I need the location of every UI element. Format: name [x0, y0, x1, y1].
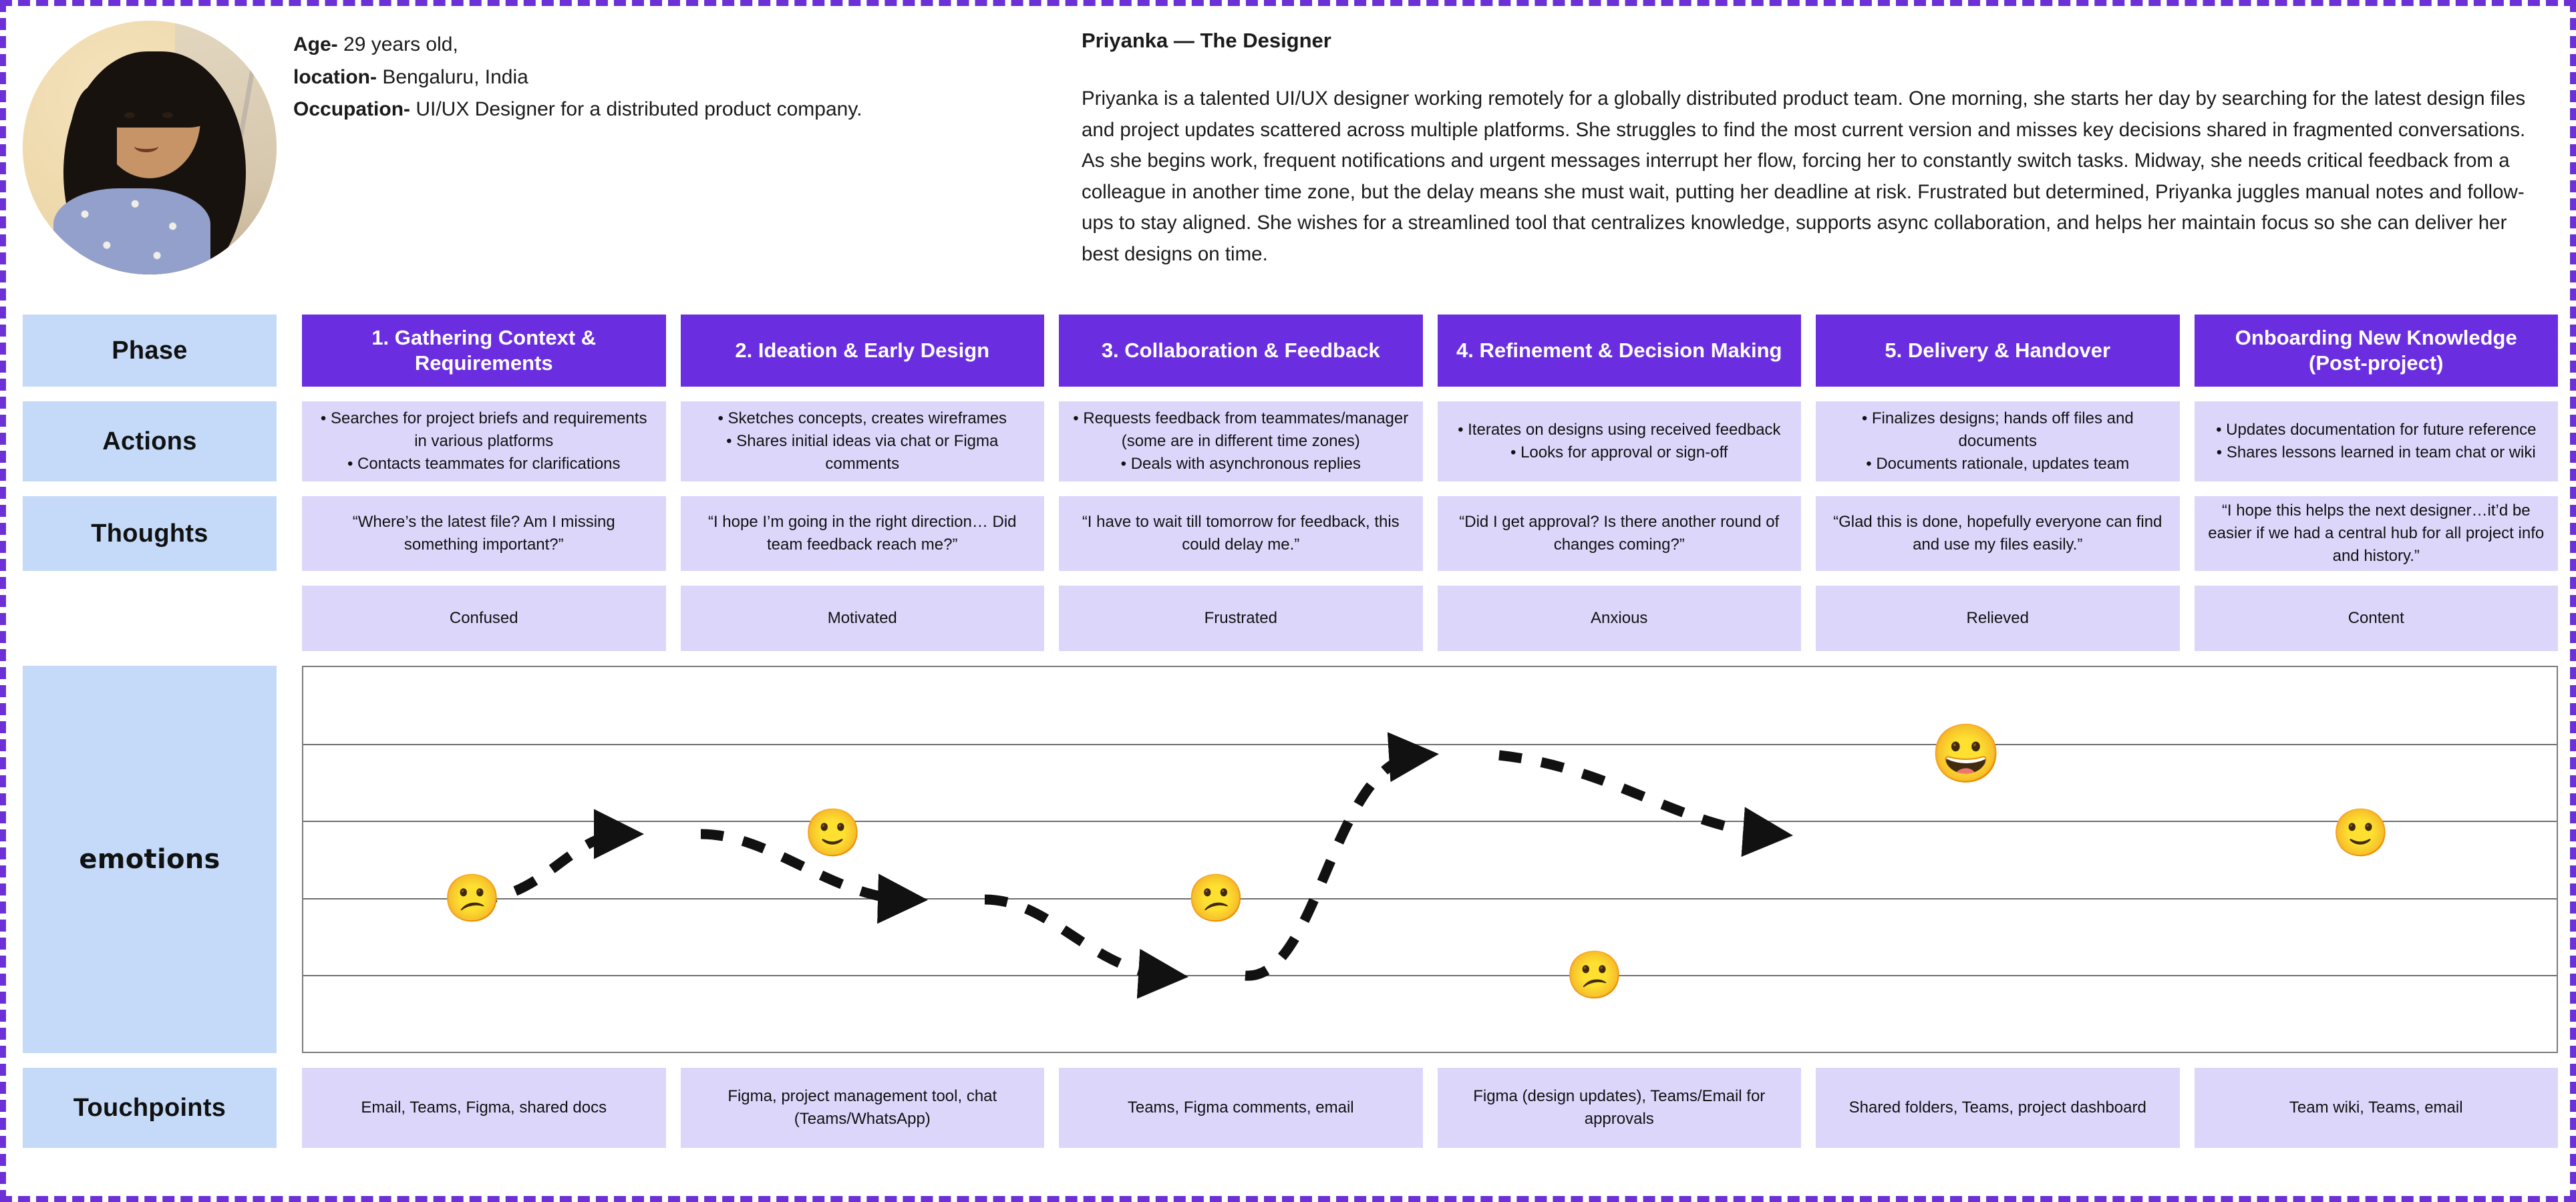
actions-cell-6: Updates documentation for future referen… — [2194, 401, 2558, 481]
thoughts-cell-1: “Where’s the latest file? Am I missing s… — [302, 496, 666, 571]
phase-cell-6[interactable]: Onboarding New Knowledge (Post-project) — [2194, 315, 2558, 387]
persona-fact-age-label: Age- — [293, 33, 338, 55]
photo-smile — [134, 140, 159, 152]
actions-cells: Searches for project briefs and requirem… — [302, 401, 2558, 481]
action-item: Contacts teammates for clarifications — [314, 453, 654, 475]
persona-title: Priyanka — The Designer — [1082, 29, 1331, 52]
action-item: Requests feedback from teammates/manager… — [1071, 407, 1411, 453]
touchpoints-cell-3: Teams, Figma comments, email — [1059, 1068, 1423, 1148]
persona-fact-occupation: Occupation- UI/UX Designer for a distrib… — [293, 93, 1082, 126]
gridline-3 — [303, 897, 2557, 899]
row-label-mood-spacer — [23, 586, 277, 651]
gridline-4 — [303, 974, 2557, 976]
photo-eye-left — [124, 112, 135, 118]
touchpoints-cell-1: Email, Teams, Figma, shared docs — [302, 1068, 666, 1148]
thoughts-cell-6: “I hope this helps the next designer…it’… — [2194, 496, 2558, 571]
row-label-emotions: emotions — [23, 666, 277, 1053]
actions-cell-5: Finalizes designs; hands off files and d… — [1816, 401, 2180, 481]
thoughts-cell-4: “Did I get approval? Is there another ro… — [1437, 496, 1801, 571]
thoughts-cells: “Where’s the latest file? Am I missing s… — [302, 496, 2558, 571]
photo-clothing — [53, 188, 211, 274]
touchpoints-cell-4: Figma (design updates), Teams/Email for … — [1437, 1068, 1801, 1148]
action-item: Shares lessons learned in team chat or w… — [2216, 441, 2536, 464]
row-label-phase: Phase — [23, 315, 277, 387]
mood-cells: Confused Motivated Frustrated Anxious Re… — [302, 586, 2558, 651]
actions-cell-2: Sketches concepts, creates wireframesSha… — [680, 401, 1044, 481]
persona-fact-age: Age- 29 years old, — [293, 29, 1082, 61]
action-item: Documents rationale, updates team — [1828, 453, 2168, 475]
row-label-thoughts: Thoughts — [23, 496, 277, 571]
action-item: Deals with asynchronous replies — [1071, 453, 1411, 475]
phase-cell-1[interactable]: 1. Gathering Context & Requirements — [302, 315, 666, 387]
mood-cell-2: Motivated — [680, 586, 1044, 651]
action-item: Looks for approval or sign-off — [1458, 441, 1780, 464]
persona-fact-location-value: Bengaluru, India — [377, 65, 528, 88]
phase-cell-3[interactable]: 3. Collaboration & Feedback — [1059, 315, 1423, 387]
thoughts-cell-5: “Glad this is done, hopefully everyone c… — [1816, 496, 2180, 571]
thoughts-cell-3: “I have to wait till tomorrow for feedba… — [1059, 496, 1423, 571]
emotion-marker-6: 🙂 — [2331, 806, 2390, 859]
mood-cell-3: Frustrated — [1059, 586, 1423, 651]
action-item: Searches for project briefs and requirem… — [314, 407, 654, 453]
touchpoints-cells: Email, Teams, Figma, shared docs Figma, … — [302, 1068, 2558, 1148]
touchpoints-cell-5: Shared folders, Teams, project dashboard — [1816, 1068, 2180, 1148]
touchpoints-cell-2: Figma, project management tool, chat (Te… — [680, 1068, 1044, 1148]
emotion-marker-2: 🙂 — [804, 806, 862, 859]
touchpoints-cell-6: Team wiki, Teams, email — [2194, 1068, 2558, 1148]
persona-header: Age- 29 years old, location- Bengaluru, … — [6, 6, 2570, 300]
phase-cell-2[interactable]: 2. Ideation & Early Design — [680, 315, 1044, 387]
avatar — [6, 6, 293, 274]
emotion-curve-chart: 😕 🙂 😕 😕 😀 🙂 — [302, 666, 2558, 1053]
row-actions: Actions Searches for project briefs and … — [23, 401, 2558, 481]
persona-facts: Age- 29 years old, location- Bengaluru, … — [293, 6, 1082, 126]
persona-fact-location-label: location- — [293, 65, 377, 88]
gridline-2 — [303, 821, 2557, 823]
row-label-actions: Actions — [23, 401, 277, 481]
emotion-curve-path — [473, 732, 1793, 999]
persona-fact-age-value: 29 years old, — [337, 33, 458, 55]
phase-cell-5[interactable]: 5. Delivery & Handover — [1816, 315, 2180, 387]
emotion-marker-1: 😕 — [443, 871, 502, 924]
persona-fact-occupation-label: Occupation- — [293, 98, 411, 121]
persona-photo — [23, 21, 277, 274]
action-item: Finalizes designs; hands off files and d… — [1828, 407, 2168, 453]
mood-cell-5: Relieved — [1816, 586, 2180, 651]
thoughts-cell-2: “I hope I’m going in the right direction… — [680, 496, 1044, 571]
row-touchpoints: Touchpoints Email, Teams, Figma, shared … — [23, 1068, 2558, 1148]
actions-cell-3: Requests feedback from teammates/manager… — [1059, 401, 1423, 481]
persona-fact-location: location- Bengaluru, India — [293, 61, 1082, 94]
emotion-marker-5: 😀 — [1930, 721, 2002, 786]
mood-cell-1: Confused — [302, 586, 666, 651]
actions-cell-1: Searches for project briefs and requirem… — [302, 401, 666, 481]
phase-cell-4[interactable]: 4. Refinement & Decision Making — [1437, 315, 1801, 387]
row-emotions-chart: emotions 😕 — [23, 666, 2558, 1053]
action-item: Iterates on designs using received feedb… — [1458, 419, 1780, 441]
photo-eye-right — [162, 112, 173, 118]
row-phase: Phase 1. Gathering Context & Requirement… — [23, 315, 2558, 387]
actions-cell-4: Iterates on designs using received feedb… — [1437, 401, 1801, 481]
action-item: Sketches concepts, creates wireframes — [693, 407, 1033, 430]
persona-story: Priyanka — The Designer Priyanka is a ta… — [1082, 6, 2570, 270]
mood-cell-6: Content — [2194, 586, 2558, 651]
journey-grid: Phase 1. Gathering Context & Requirement… — [23, 315, 2558, 1163]
mood-cell-4: Anxious — [1437, 586, 1801, 651]
phase-cells: 1. Gathering Context & Requirements 2. I… — [302, 315, 2558, 387]
emotion-marker-4: 😕 — [1565, 948, 1624, 1001]
row-mood-labels: Confused Motivated Frustrated Anxious Re… — [23, 586, 2558, 651]
persona-fact-occupation-value: UI/UX Designer for a distributed product… — [410, 98, 862, 121]
persona-narrative: Priyanka is a talented UI/UX designer wo… — [1082, 87, 2526, 266]
row-label-touchpoints: Touchpoints — [23, 1068, 277, 1148]
action-item: Shares initial ideas via chat or Figma c… — [693, 430, 1033, 475]
row-thoughts: Thoughts “Where’s the latest file? Am I … — [23, 496, 2558, 571]
emotion-marker-3: 😕 — [1186, 871, 1245, 924]
action-item: Updates documentation for future referen… — [2216, 419, 2536, 441]
